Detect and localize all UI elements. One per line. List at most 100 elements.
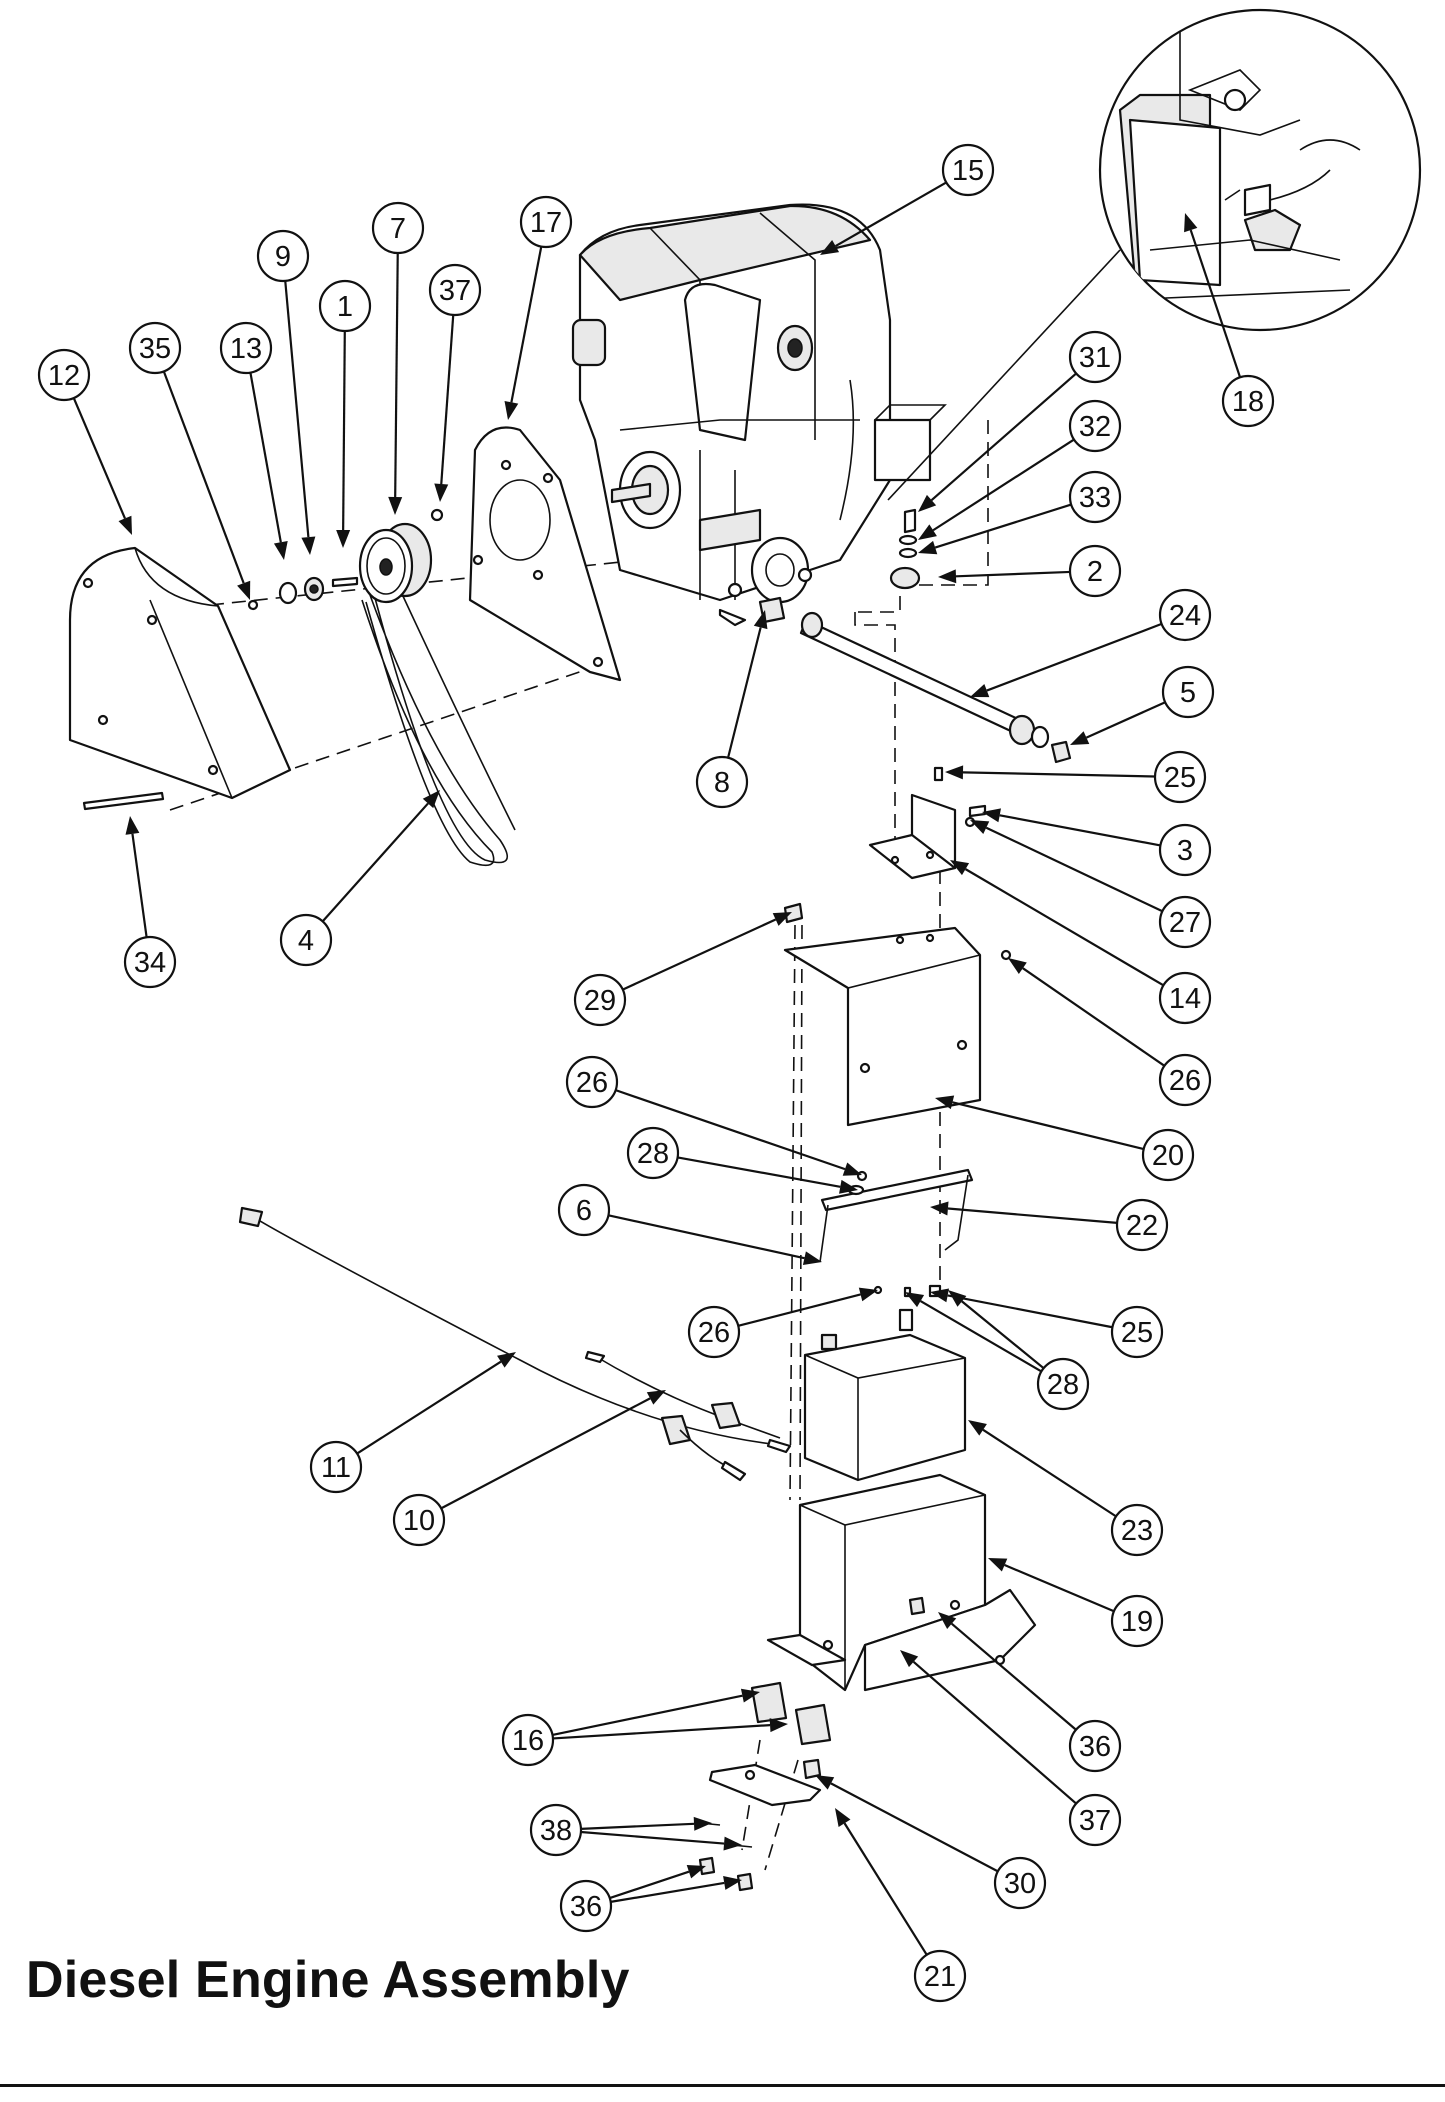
callout-number: 8 (714, 767, 730, 799)
leader-arrowhead-35 (237, 580, 251, 600)
callout-number: 30 (1004, 1868, 1036, 1900)
callout-circle (1068, 470, 1122, 524)
leader-line-37 (912, 1660, 1077, 1805)
callout-number: 26 (1169, 1065, 1201, 1097)
callout-circle (1221, 374, 1275, 428)
callout-number: 28 (637, 1138, 669, 1170)
leader-line-12 (72, 397, 126, 519)
leader-line-19 (1004, 1563, 1115, 1613)
callout-21: 21 (913, 1949, 967, 2003)
callout-circle (913, 1949, 967, 2003)
callout-27: 27 (1158, 895, 1212, 949)
callout-9: 9 (256, 229, 310, 283)
callout-circle (1141, 1128, 1195, 1182)
callout-26: 26 (1158, 1053, 1212, 1107)
mount-plate (698, 1758, 822, 1892)
leader-line-18 (1189, 229, 1242, 378)
leader-arrowhead-16 (769, 1718, 788, 1733)
small-bracket (868, 766, 987, 880)
detail-view (887, 8, 1422, 501)
leader-line-24 (986, 622, 1163, 692)
callout-3: 3 (1158, 823, 1212, 877)
callout-33: 33 (1068, 470, 1122, 524)
callout-17: 17 (519, 195, 573, 249)
callout-circle (1161, 665, 1215, 719)
leader-arrowhead-3 (982, 808, 1001, 823)
callout-number: 20 (1152, 1140, 1184, 1172)
leader-line-26 (615, 1089, 846, 1171)
callout-number: 37 (1079, 1805, 1111, 1837)
leader-line-25 (947, 1294, 1113, 1329)
callout-circle (128, 321, 182, 375)
leader-line-28 (920, 1300, 1042, 1373)
leader-arrowhead-38 (693, 1816, 712, 1831)
leader-arrowhead-24 (970, 684, 990, 698)
callout-number: 37 (439, 275, 471, 307)
callout-circle (428, 263, 482, 317)
callout-circle (1158, 1053, 1212, 1107)
callout-circle (1068, 399, 1122, 453)
callout-32: 32 (1068, 399, 1122, 453)
callout-number: 35 (139, 333, 171, 365)
leader-line-9 (284, 280, 310, 538)
leader-arrowhead-29 (772, 912, 792, 926)
callout-37: 37 (428, 263, 482, 317)
shaft-hardware (247, 576, 359, 611)
leader-arrowhead-16 (740, 1688, 760, 1703)
page-title: Diesel Engine Assembly (26, 1951, 630, 2009)
callout-number: 2 (1087, 556, 1103, 588)
callout-number: 15 (952, 155, 984, 187)
leader-line-28 (961, 1300, 1045, 1370)
callout-number: 12 (48, 360, 80, 392)
battery-cables (238, 1206, 792, 1482)
leader-line-3 (999, 814, 1161, 847)
callout-circle (309, 1440, 363, 1494)
callout-circle (519, 195, 573, 249)
callout-circle (1153, 750, 1207, 804)
leader-arrowhead-27 (970, 820, 990, 835)
callout-30: 30 (993, 1856, 1047, 1910)
callout-number: 33 (1079, 482, 1111, 514)
callout-12: 12 (37, 348, 91, 402)
battery-cover (783, 902, 1012, 1127)
leader-arrowhead-15 (820, 239, 840, 255)
leader-arrowhead-37 (434, 483, 449, 502)
leader-line-28 (677, 1156, 841, 1188)
leader-line-30 (830, 1782, 999, 1873)
leader-line-4 (321, 802, 429, 923)
leader-arrowhead-30 (815, 1775, 835, 1790)
callout-number: 7 (390, 213, 406, 245)
leader-line-22 (947, 1207, 1118, 1224)
bracket-hardware (889, 508, 921, 590)
callout-number: 17 (530, 207, 562, 239)
leader-arrowhead-28 (905, 1292, 925, 1308)
callout-circle (501, 1713, 555, 1767)
callout-number: 36 (570, 1891, 602, 1923)
battery (803, 1284, 967, 1482)
callout-25: 25 (1110, 1305, 1164, 1359)
leader-line-15 (835, 181, 947, 247)
leader-arrowhead-26 (1008, 958, 1027, 974)
callout-number: 9 (275, 241, 291, 273)
callout-38: 38 (529, 1803, 583, 1857)
leader-line-35 (162, 371, 245, 584)
callout-circle (557, 1183, 611, 1237)
leader-line-14 (964, 868, 1164, 987)
leader-arrowhead-26 (842, 1162, 862, 1176)
leader-line-27 (985, 826, 1163, 913)
callout-number: 21 (924, 1961, 956, 1993)
diesel-engine (571, 203, 947, 627)
leader-arrowhead-6 (802, 1251, 822, 1265)
callout-number: 11 (321, 1452, 351, 1484)
leader-line-34 (131, 833, 148, 938)
callout-circle (695, 755, 749, 809)
leader-line-6 (608, 1214, 805, 1260)
leader-line-38 (580, 1830, 725, 1845)
callout-circle (1110, 1503, 1164, 1557)
callout-circle (123, 935, 177, 989)
callout-circle (37, 348, 91, 402)
callout-4: 4 (279, 913, 333, 967)
callout-number: 6 (576, 1195, 592, 1227)
leader-arrowhead-36 (723, 1876, 742, 1890)
